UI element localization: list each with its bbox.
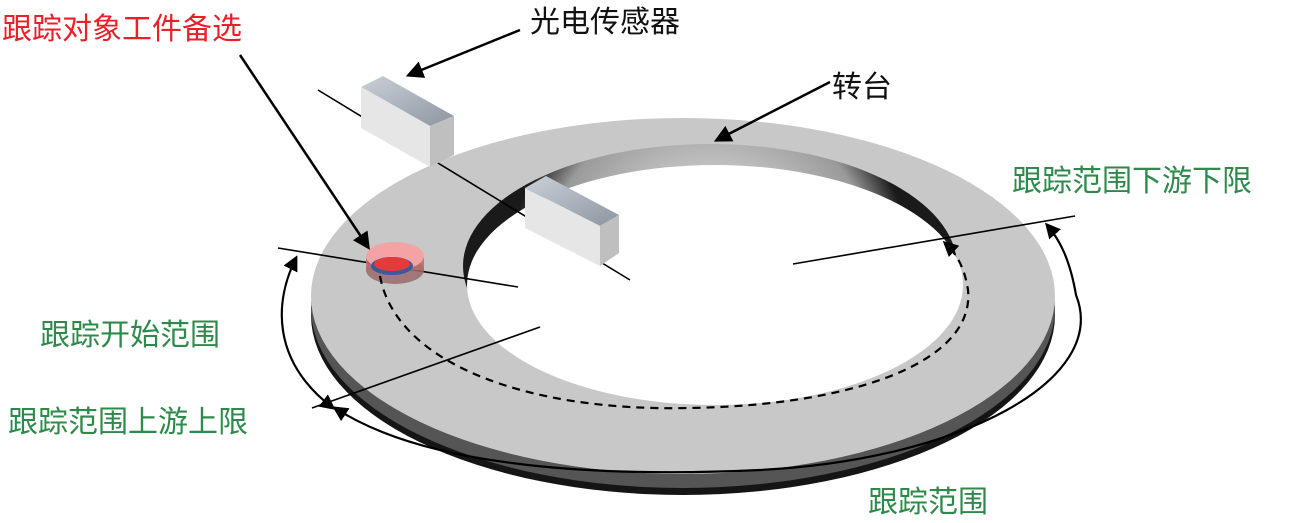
turntable-pointer (713, 80, 831, 142)
downstream-limit-label: 跟踪范围下游下限 (1012, 164, 1252, 199)
turntable-label: 转台 (832, 70, 892, 105)
tracking-start-arrow (280, 255, 336, 410)
tracking-range-label: 跟踪范围 (868, 485, 988, 520)
sensor-label: 光电传感器 (530, 5, 680, 40)
tracking-start-label: 跟踪开始范围 (40, 318, 220, 353)
photoelectric-sensor-1 (361, 76, 454, 167)
candidate-workpiece-label: 跟踪对象工件备选 (2, 12, 242, 47)
sensor-pointer (405, 28, 521, 78)
candidate-pointer (238, 54, 370, 250)
candidate-workpiece (366, 242, 424, 284)
tracking-range-arrow (332, 222, 1082, 474)
upstream-limit-label: 跟踪范围上游上限 (8, 405, 248, 440)
